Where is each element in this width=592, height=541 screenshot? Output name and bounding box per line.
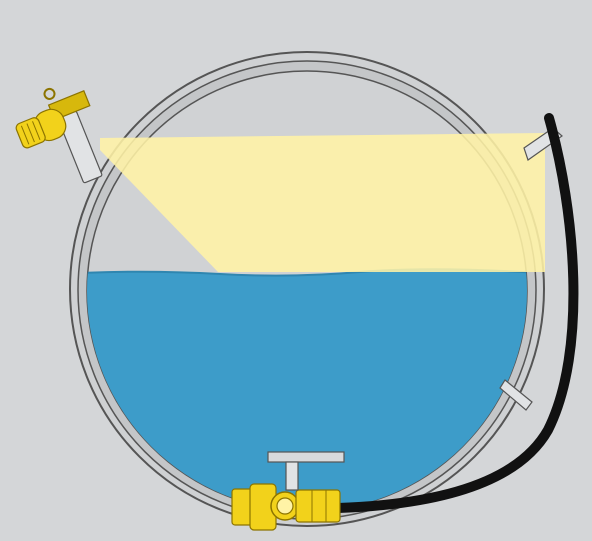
bottom-flange [268, 452, 344, 462]
radar-level-sensor-icon [7, 77, 103, 183]
